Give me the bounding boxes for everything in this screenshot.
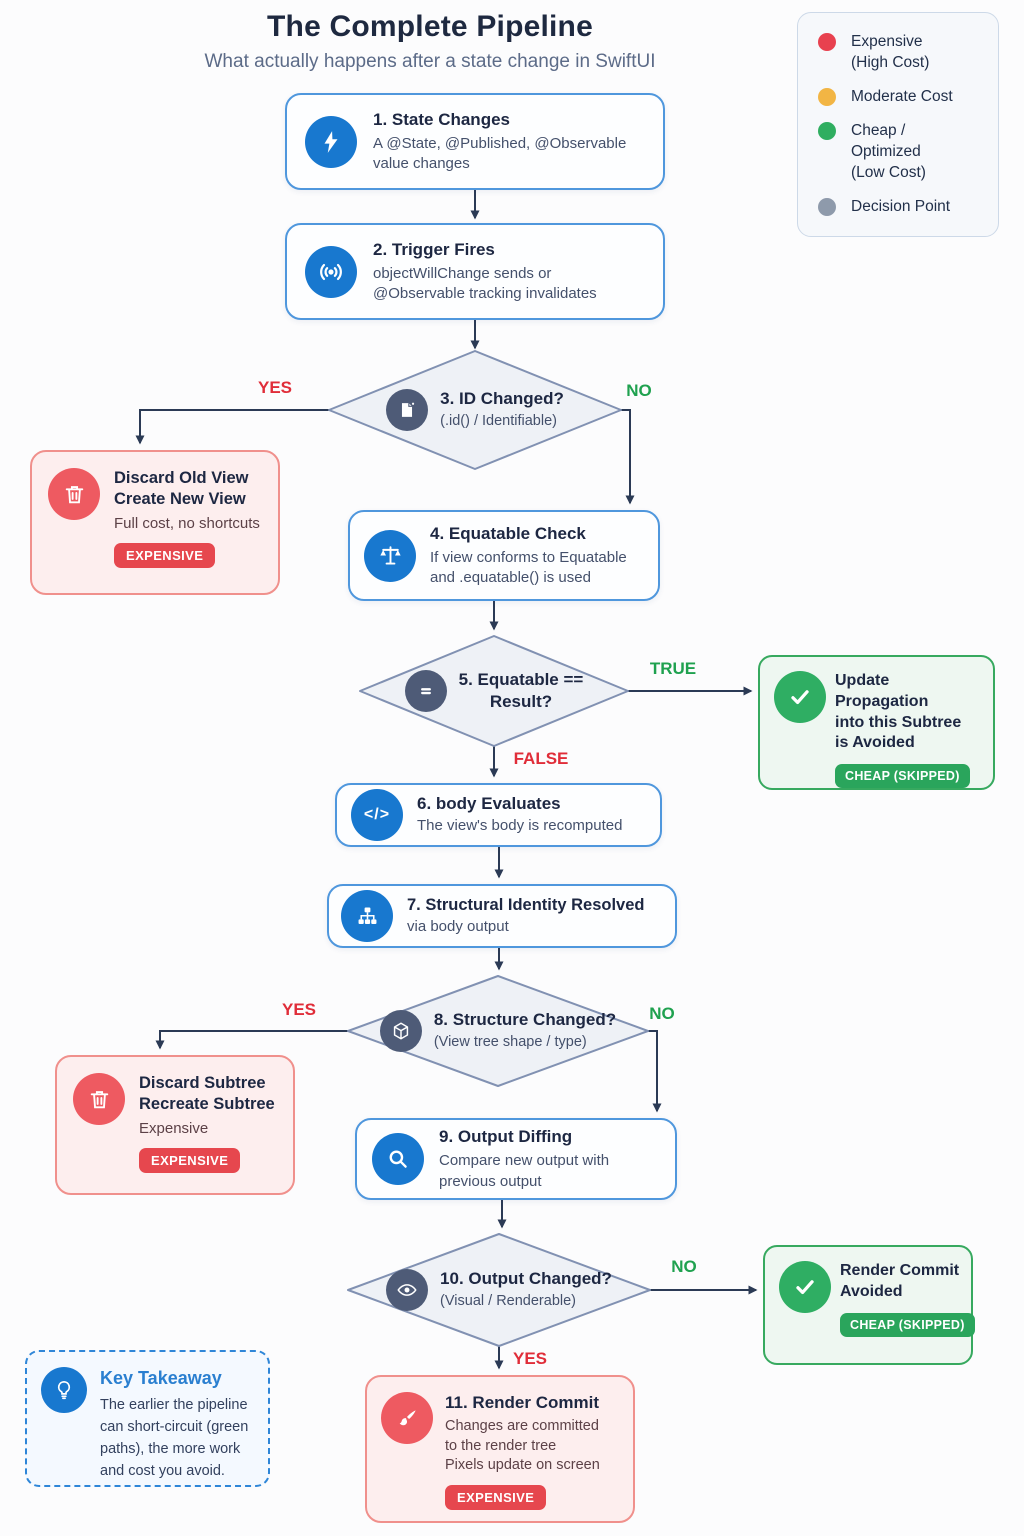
- trash-icon: [48, 468, 100, 520]
- edge-label-structure-no: NO: [649, 1004, 675, 1023]
- node-title: 4. Equatable Check: [430, 523, 586, 543]
- edge-3-4: [621, 409, 635, 505]
- scales-icon: [364, 529, 416, 582]
- legend-item-moderate: Moderate Cost: [818, 87, 978, 108]
- cost-badge: EXPENSIVE: [114, 543, 216, 569]
- edge-label-output-yes: YES: [512, 1349, 548, 1368]
- cost-badge: CHEAP (SKIPPED): [840, 1312, 975, 1337]
- node-desc: A @State, @Published, @Observable value …: [373, 134, 627, 173]
- edge-label-id-no: NO: [626, 381, 652, 400]
- decision-desc: (Visual / Renderable): [440, 1293, 576, 1310]
- lightbulb-icon: [41, 1367, 87, 1413]
- trash-icon: [73, 1073, 125, 1125]
- legend-dot-decision: [818, 197, 836, 216]
- edge-label-structure-yes: YES: [281, 1000, 317, 1019]
- node-output-diffing: 9. Output Diffing Compare new output wit…: [355, 1118, 677, 1200]
- node-desc: Expensive: [139, 1119, 209, 1137]
- node-title: 1. State Changes: [373, 109, 510, 129]
- node-title: Discard Old View Create New View: [114, 469, 249, 509]
- legend-label: Expensive (High Cost): [851, 33, 930, 71]
- decision-title: 10. Output Changed?: [440, 1269, 612, 1289]
- legend-label: Moderate Cost: [851, 87, 953, 105]
- tree-icon: [341, 890, 393, 942]
- decision-structure-changed: 8. Structure Changed? (View tree shape /…: [348, 976, 648, 1086]
- equals-icon: [404, 670, 447, 712]
- header: The Complete Pipeline What actually happ…: [0, 10, 860, 73]
- legend-item-cheap: Cheap / Optimized (Low Cost): [818, 121, 978, 184]
- decision-desc: (.id() / Identifiable): [440, 413, 557, 430]
- takeaway-title: Key Takeaway: [100, 1368, 222, 1388]
- node-structural-identity: 7. Structural Identity Resolved via body…: [327, 884, 677, 948]
- edge-label-id-yes: YES: [257, 378, 293, 397]
- decision-output-changed: 10. Output Changed? (Visual / Renderable…: [348, 1234, 650, 1346]
- node-title: 11. Render Commit: [445, 1393, 599, 1412]
- node-desc: If view conforms to Equatable and .equat…: [430, 548, 627, 587]
- node-desc: Compare new output with previous output: [439, 1152, 610, 1190]
- legend: Expensive (High Cost) Moderate Cost Chea…: [797, 12, 999, 238]
- node-title: 7. Structural Identity Resolved: [407, 895, 645, 914]
- node-title: 9. Output Diffing: [439, 1127, 573, 1147]
- eye-icon: [386, 1269, 429, 1311]
- node-discard-old-view: Discard Old View Create New View Full co…: [30, 450, 280, 595]
- node-discard-subtree: Discard Subtree Recreate Subtree Expensi…: [55, 1055, 295, 1195]
- page-title: The Complete Pipeline: [267, 10, 593, 43]
- node-body-evaluates: </> 6. body Evaluates The view's body is…: [335, 783, 662, 847]
- node-desc: Changes are committed to the render tree…: [445, 1418, 600, 1474]
- node-desc: via body output: [407, 918, 509, 936]
- node-trigger-fires: 2. Trigger Fires objectWillChange sends …: [285, 223, 665, 320]
- decision-desc: (View tree shape / type): [433, 1034, 587, 1051]
- node-state-changes: 1. State Changes A @State, @Published, @…: [285, 93, 665, 190]
- edge-label-output-no: NO: [671, 1257, 697, 1276]
- edge-8-discard: [155, 1030, 348, 1050]
- node-render-commit: 11. Render Commit Changes are committed …: [365, 1375, 635, 1523]
- legend-item-expensive: Expensive (High Cost): [818, 32, 978, 74]
- legend-label: Decision Point: [851, 197, 951, 215]
- key-takeaway: Key Takeaway The earlier the pipeline ca…: [25, 1350, 270, 1487]
- cost-badge: EXPENSIVE: [445, 1484, 547, 1510]
- node-render-commit-avoided: Render Commit Avoided CHEAP (SKIPPED): [763, 1245, 975, 1365]
- edge-label-equatable-true: TRUE: [649, 659, 697, 678]
- node-equatable-check: 4. Equatable Check If view conforms to E…: [348, 510, 660, 601]
- node-title: 6. body Evaluates: [417, 794, 561, 814]
- node-desc: Full cost, no shortcuts: [114, 514, 260, 532]
- legend-item-decision: Decision Point: [818, 197, 978, 218]
- node-title: 2. Trigger Fires: [373, 239, 495, 259]
- decision-equatable-result: 5. Equatable == Result?: [360, 636, 628, 746]
- page-subtitle: What actually happens after a state chan…: [204, 51, 656, 72]
- legend-dot-expensive: [818, 33, 836, 51]
- node-desc: objectWillChange sends or @Observable tr…: [373, 264, 597, 303]
- node-update-propagation-avoided: Update Propagation into this Subtree is …: [758, 655, 995, 790]
- decision-title: 3. ID Changed?: [440, 389, 564, 409]
- check-icon: [774, 671, 826, 723]
- node-desc: The view's body is recomputed: [417, 817, 623, 835]
- check-icon: [779, 1261, 831, 1313]
- cost-badge: EXPENSIVE: [139, 1148, 241, 1174]
- legend-label: Cheap / Optimized (Low Cost): [851, 121, 926, 181]
- decision-title: 8. Structure Changed?: [433, 1010, 617, 1030]
- id-tag-icon: [386, 389, 429, 431]
- edge-label-equatable-false: FALSE: [513, 749, 569, 768]
- broadcast-icon: [305, 245, 357, 298]
- decision-diamond-id-changed: [328, 350, 622, 470]
- edge-8-9: [647, 1030, 662, 1113]
- paintbrush-icon: [381, 1392, 433, 1444]
- cube-icon: [379, 1010, 422, 1052]
- decision-id-changed: 3. ID Changed? (.id() / Identifiable): [329, 351, 621, 469]
- edge-3-discard: [135, 409, 329, 445]
- node-title: Discard Subtree Recreate Subtree: [139, 1074, 275, 1114]
- decision-title: 5. Equatable == Result?: [458, 669, 584, 711]
- takeaway-body: The earlier the pipeline can short-circu…: [100, 1397, 249, 1479]
- legend-dot-moderate: [818, 87, 836, 106]
- node-title: Update Propagation into this Subtree is …: [835, 672, 962, 752]
- legend-dot-cheap: [818, 121, 836, 140]
- code-icon: </>: [351, 789, 403, 841]
- cost-badge: CHEAP (SKIPPED): [835, 764, 970, 789]
- node-title: Render Commit Avoided: [840, 1262, 960, 1300]
- search-icon: [372, 1133, 424, 1185]
- decision-diamond-equatable-result: [359, 635, 629, 747]
- bolt-icon: [305, 115, 357, 168]
